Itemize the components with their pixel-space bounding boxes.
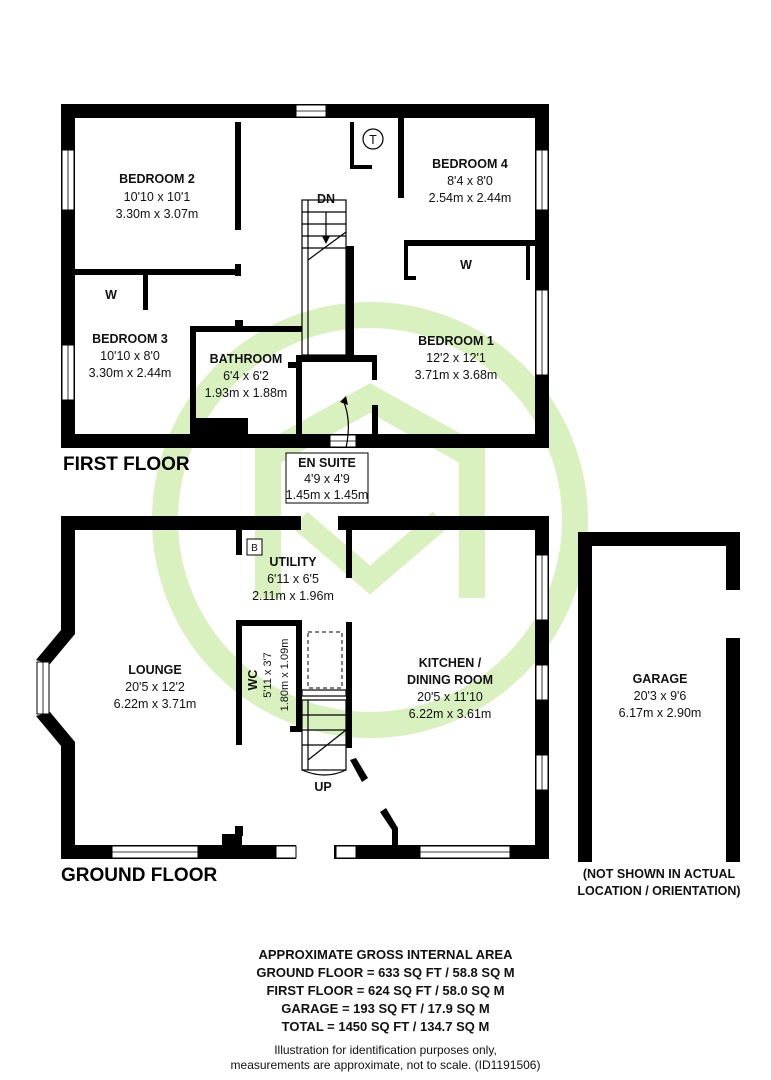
- stairs-down-label: DN: [317, 192, 335, 206]
- bedroom1-name: BEDROOM 1: [418, 334, 494, 348]
- lounge-name: LOUNGE: [128, 663, 181, 677]
- wc-metric: 1.80m x 1.09m: [279, 639, 291, 712]
- first-floor-plan: T BEDROOM 2 10'10 x 10'1 3.30m x 3.07m B…: [61, 104, 549, 449]
- bedroom4-metric: 2.54m x 2.44m: [429, 191, 512, 205]
- lounge-metric: 6.22m x 3.71m: [114, 697, 197, 711]
- ensuite-name: EN SUITE: [298, 456, 356, 470]
- kitchen-name-line1: KITCHEN /: [419, 656, 482, 670]
- window: [535, 149, 549, 211]
- stairs-up-label: UP: [314, 780, 331, 794]
- wardrobe-marker: W: [460, 258, 472, 272]
- bedroom2-name: BEDROOM 2: [119, 172, 195, 186]
- ground-floor-plan: B UTILITY 6'11 x 6'5 2.11m x 1.96m LOUNG…: [36, 516, 549, 859]
- area-heading: APPROXIMATE GROSS INTERNAL AREA: [258, 947, 513, 962]
- area-total: TOTAL = 1450 SQ FT / 134.7 SQ M: [281, 1019, 490, 1034]
- ensuite-label-box: EN SUITE 4'9 x 4'9 1.45m x 1.45m: [285, 452, 369, 504]
- bedroom1-imperial: 12'2 x 12'1: [426, 351, 486, 365]
- first-floor-title: FIRST FLOOR: [63, 454, 190, 475]
- ground-floor-title: GROUND FLOOR: [61, 865, 217, 886]
- garage-plan: GARAGE 20'3 x 9'6 6.17m x 2.90m: [578, 532, 740, 862]
- bedroom2-imperial: 10'10 x 10'1: [124, 190, 191, 204]
- garage-note-line1: (NOT SHOWN IN ACTUAL: [583, 867, 736, 881]
- bedroom2-metric: 3.30m x 3.07m: [116, 207, 199, 221]
- bedroom3-metric: 3.30m x 2.44m: [89, 366, 172, 380]
- disclaimer-line1: Illustration for identification purposes…: [274, 1043, 497, 1057]
- wardrobe-marker: W: [105, 288, 117, 302]
- water-tank-icon: T: [362, 128, 384, 150]
- tank-label: T: [369, 133, 377, 147]
- bathroom-imperial: 6'4 x 6'2: [223, 369, 269, 383]
- stairs-down: [301, 199, 347, 356]
- lounge-imperial: 20'5 x 12'2: [125, 680, 185, 694]
- utility-name: UTILITY: [269, 555, 317, 569]
- utility-metric: 2.11m x 1.96m: [252, 589, 334, 603]
- ensuite-imperial: 4'9 x 4'9: [304, 472, 350, 486]
- garage-imperial: 20'3 x 9'6: [634, 689, 687, 703]
- utility-imperial: 6'11 x 6'5: [267, 572, 319, 586]
- window: [61, 149, 75, 211]
- garage-name: GARAGE: [633, 672, 688, 686]
- area-ground: GROUND FLOOR = 633 SQ FT / 58.8 SQ M: [256, 965, 515, 980]
- bathroom-name: BATHROOM: [210, 352, 283, 366]
- wc-name: WC: [246, 670, 260, 691]
- bedroom4-name: BEDROOM 4: [432, 157, 508, 171]
- kitchen-name-line2: DINING ROOM: [407, 673, 493, 687]
- kitchen-imperial: 20'5 x 11'10: [417, 690, 483, 704]
- disclaimer-line2: measurements are approximate, not to sca…: [230, 1058, 541, 1072]
- stairs-up: [301, 689, 347, 776]
- kitchen-metric: 6.22m x 3.61m: [409, 707, 492, 721]
- area-garage: GARAGE = 193 SQ FT / 17.9 SQ M: [281, 1001, 490, 1016]
- area-first: FIRST FLOOR = 624 SQ FT / 58.0 SQ M: [266, 983, 505, 998]
- garage-note-line2: LOCATION / ORIENTATION): [577, 884, 740, 898]
- bedroom1-metric: 3.71m x 3.68m: [415, 368, 498, 382]
- ensuite-metric: 1.45m x 1.45m: [286, 488, 369, 502]
- window: [61, 344, 75, 401]
- wc-imperial: 5'11 x 3'7: [262, 652, 274, 698]
- bathroom-metric: 1.93m x 1.88m: [205, 386, 288, 400]
- bedroom4-imperial: 8'4 x 8'0: [447, 174, 493, 188]
- boiler-icon: B: [246, 538, 263, 556]
- bedroom3-name: BEDROOM 3: [92, 332, 168, 346]
- bedroom3-imperial: 10'10 x 8'0: [100, 349, 160, 363]
- window: [535, 289, 549, 376]
- garage-metric: 6.17m x 2.90m: [619, 706, 702, 720]
- window: [295, 104, 327, 118]
- window: [329, 434, 357, 448]
- boiler-label: B: [251, 543, 258, 554]
